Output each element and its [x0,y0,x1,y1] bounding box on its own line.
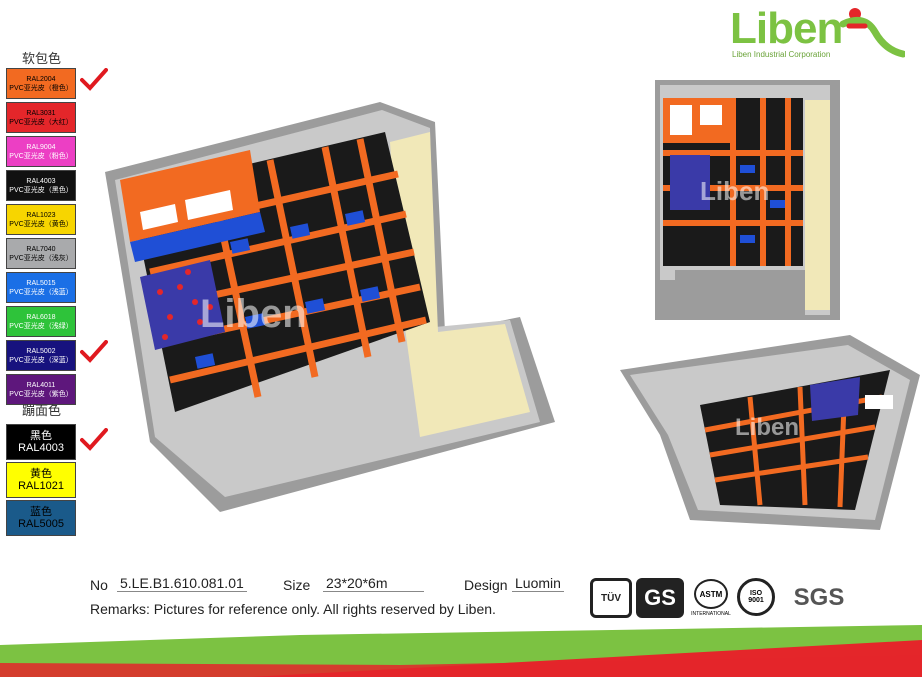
side-view-watermark: Liben [735,414,799,441]
remarks-text: Remarks: Pictures for reference only. Al… [90,601,496,617]
main-3d-render: Liben [105,102,555,512]
swatch-name: PVC亚光皮（浅灰） [9,254,73,262]
watermark-text: Liben [200,292,307,336]
swatch-code: RAL1023 [26,211,56,219]
checkmark-icon [80,340,108,363]
astm-text: ASTM [694,579,728,609]
swatch-code: RAL3031 [26,109,56,117]
sgs-text: SGS [793,584,845,611]
slide-person-icon [839,8,905,58]
swatch-name: PVC亚光皮（黑色） [9,186,73,194]
swatch-code: RAL9004 [26,143,56,151]
gs-text: GS [644,585,676,610]
swatch-code: RAL1021 [18,480,64,492]
top-view-render: Liben [655,80,840,320]
astm-sub-text: INTERNATIONAL [691,611,731,617]
swatch-name: PVC亚光皮（大红） [9,118,73,126]
iso-text: ISO 9001 [748,590,764,604]
top-view-watermark: Liben [700,176,769,206]
side-3d-render: Liben [620,335,920,530]
brand-tagline: Liben Industrial Corporation [732,50,831,59]
swatch-name: 黑色 [30,430,52,442]
swatch-code: RAL6018 [26,313,56,321]
swatch-code: RAL2004 [26,75,56,83]
padding-color-title: 软包色 [22,51,62,66]
swatch-name: PVC亚光皮（深蓝） [9,356,73,364]
swatch-code: RAL4011 [26,381,56,389]
tuv-badge: TÜV [590,578,632,618]
swatch-code: RAL5005 [18,518,64,530]
swatch-name: PVC亚光皮（粉色） [9,152,73,160]
astm-badge: ASTM INTERNATIONAL [690,578,732,618]
swatch-name: PVC亚光皮（浅绿） [9,322,73,330]
design-label: Design [464,577,508,593]
swatch-code: RAL5015 [26,279,56,287]
swatch-name: 蓝色 [30,506,52,518]
tuv-text: TÜV [601,592,621,604]
swatch-code: RAL4003 [26,177,56,185]
swatch-name: PVC亚光皮（紫色） [9,390,73,398]
bottom-band [0,625,922,677]
swatch-name: PVC亚光皮（浅蓝） [9,288,73,296]
checkmark-icon [80,428,108,451]
sgs-badge: SGS [790,578,848,618]
iso-badge: ISO 9001 [737,578,775,616]
design-value: Luomin [512,575,564,592]
swatch-code: RAL5002 [26,347,56,355]
gs-badge: GS [636,578,684,618]
size-label: Size [283,577,311,593]
no-label: No [90,577,108,593]
surface-color-title: 蹦面色 [22,403,62,418]
swatch-name: 黄色 [30,468,52,480]
swatch-code: RAL7040 [26,245,56,253]
size-value: 23*20*6m [323,575,424,592]
swatch-code: RAL4003 [18,442,64,454]
checkmark-icon [80,68,108,91]
swatch-name: PVC亚光皮（黄色） [9,220,73,228]
swatch-name: PVC亚光皮（橙色） [9,84,73,92]
no-value: 5.LE.B1.610.081.01 [117,575,247,592]
brand-logo: Liben [730,4,843,53]
